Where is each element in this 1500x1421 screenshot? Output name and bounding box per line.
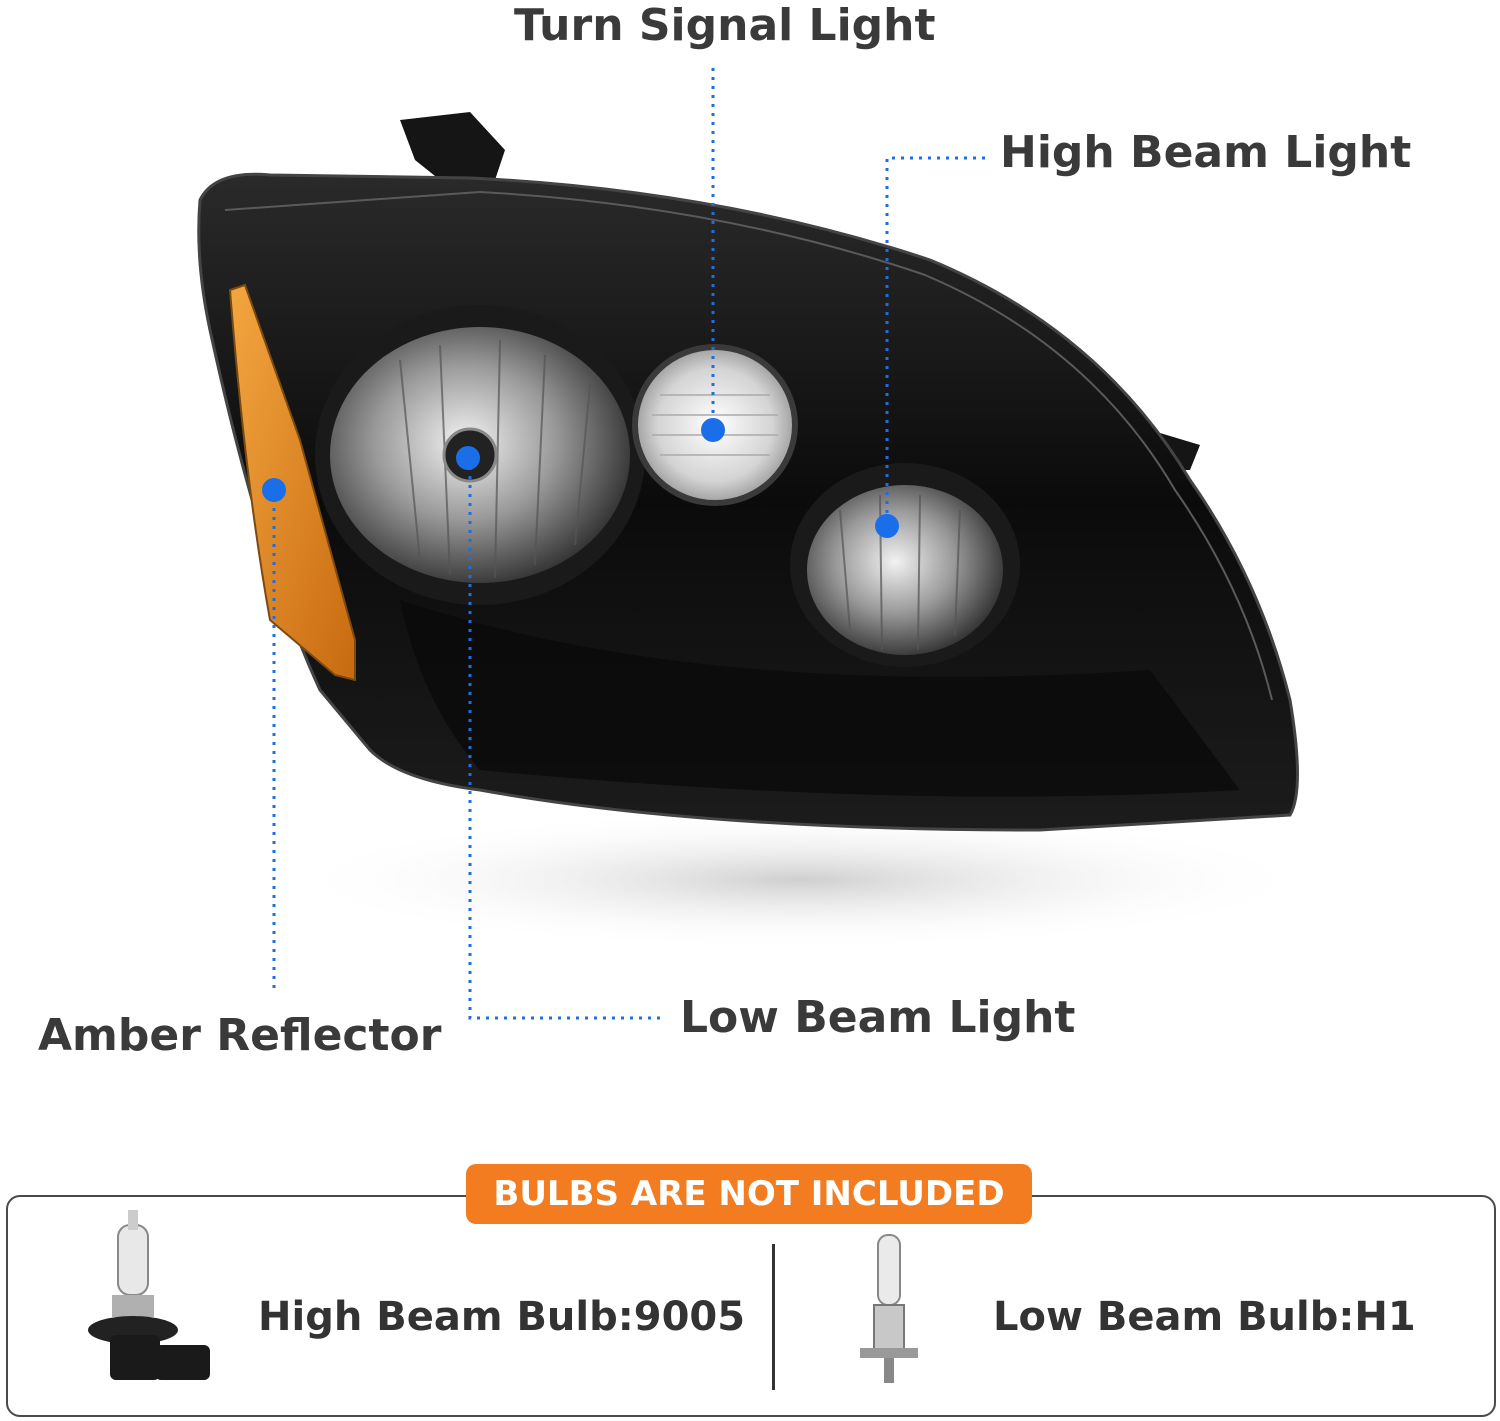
high-beam-bulb-image <box>88 1210 210 1380</box>
housing-lower-panel <box>400 600 1240 797</box>
turn-signal-dot <box>701 418 725 442</box>
low-beam-bulb-label: Low Beam Bulb:H1 <box>993 1294 1416 1340</box>
high-beam-reflector <box>807 485 1003 655</box>
low-beam-leader <box>468 458 665 1020</box>
callout-lines <box>272 68 985 1020</box>
high-beam-label: High Beam Light <box>1000 127 1412 178</box>
low-beam-label: Low Beam Light <box>680 992 1076 1043</box>
turn-signal-label: Turn Signal Light <box>514 0 936 51</box>
floor-shadow <box>280 810 1320 950</box>
mounting-tab-top <box>400 112 505 195</box>
high-beam-bulb-label: High Beam Bulb:9005 <box>258 1294 746 1340</box>
high-beam-leader <box>885 156 985 525</box>
low-beam-dot <box>456 446 480 470</box>
lens-edge <box>224 190 1273 701</box>
amber-reflector-dot <box>262 478 286 502</box>
low-beam-bulb-image <box>860 1234 918 1383</box>
bulbs-not-included-badge: BULBS ARE NOT INCLUDED <box>466 1164 1032 1224</box>
high-beam-dot <box>875 514 899 538</box>
amber-reflector <box>228 283 356 682</box>
bulb-panel-divider <box>772 1244 775 1390</box>
amber-reflector-label: Amber Reflector <box>38 1010 442 1061</box>
